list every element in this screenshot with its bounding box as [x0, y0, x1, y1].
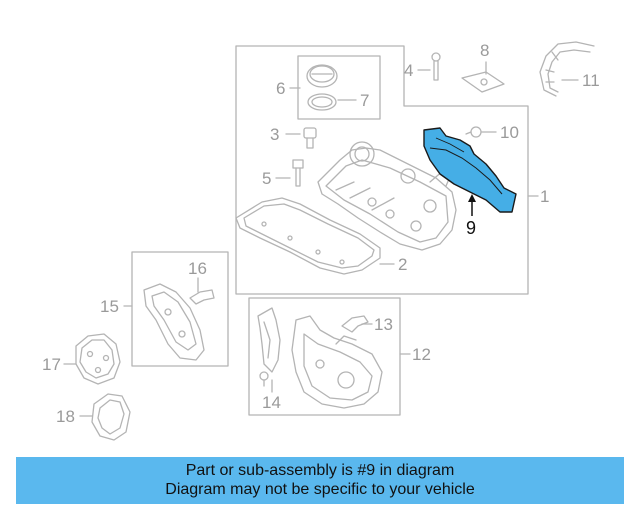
- caption-banner: Part or sub-assembly is #9 in diagram Di…: [16, 457, 624, 504]
- upper-timing-cover-part-15: [143, 283, 205, 361]
- callout-14: 14: [262, 393, 281, 412]
- callout-4: 4: [404, 61, 413, 80]
- gasket-plate-part-8: [461, 71, 505, 93]
- callout-3: 3: [270, 125, 279, 144]
- caption-line-2: Diagram may not be specific to your vehi…: [165, 481, 475, 498]
- callout-7: 7: [360, 91, 369, 110]
- bolt-part-4: [431, 52, 441, 81]
- bracket-part-16: [189, 289, 215, 305]
- group-outline-timing-cover: [248, 297, 401, 416]
- highlighted-part-9: [423, 127, 517, 213]
- callout-16: 16: [188, 259, 207, 278]
- callout-18: 18: [56, 407, 75, 426]
- leader-lines: [63, 61, 579, 417]
- callout-6: 6: [276, 79, 285, 98]
- callout-8: 8: [480, 41, 489, 60]
- callout-9: 9: [466, 218, 476, 238]
- bolt-part-14: [259, 371, 269, 387]
- seal-ring-part-7: [307, 93, 337, 111]
- clip-part-13: [341, 315, 369, 333]
- callout-1: 1: [540, 187, 549, 206]
- hose-part-11: [539, 41, 595, 97]
- oil-cap-part-6: [306, 64, 338, 88]
- callout-2: 2: [398, 255, 407, 274]
- group-outline-upper-timing-cover: [131, 251, 229, 367]
- arrow-part-9: [468, 194, 476, 216]
- callout-10: 10: [500, 123, 519, 142]
- callout-15: 15: [100, 297, 119, 316]
- group-outline-valve-cover: [235, 45, 529, 295]
- bolt-part-3: [303, 127, 317, 149]
- stud-part-5: [292, 159, 304, 187]
- seal-part-14: [257, 307, 281, 373]
- seal-part-18: [91, 393, 131, 441]
- callout-12: 12: [412, 345, 431, 364]
- timing-cover-part-12: [291, 315, 383, 409]
- callout-5: 5: [262, 169, 271, 188]
- valve-cover-part: [317, 141, 457, 251]
- cover-part-17: [75, 333, 121, 385]
- bolt-part-10: [465, 126, 482, 138]
- callout-11: 11: [582, 71, 600, 90]
- gasket-part: [235, 197, 381, 275]
- callout-17: 17: [42, 355, 61, 374]
- callout-13: 13: [374, 315, 393, 334]
- caption-line-1: Part or sub-assembly is #9 in diagram: [185, 462, 455, 479]
